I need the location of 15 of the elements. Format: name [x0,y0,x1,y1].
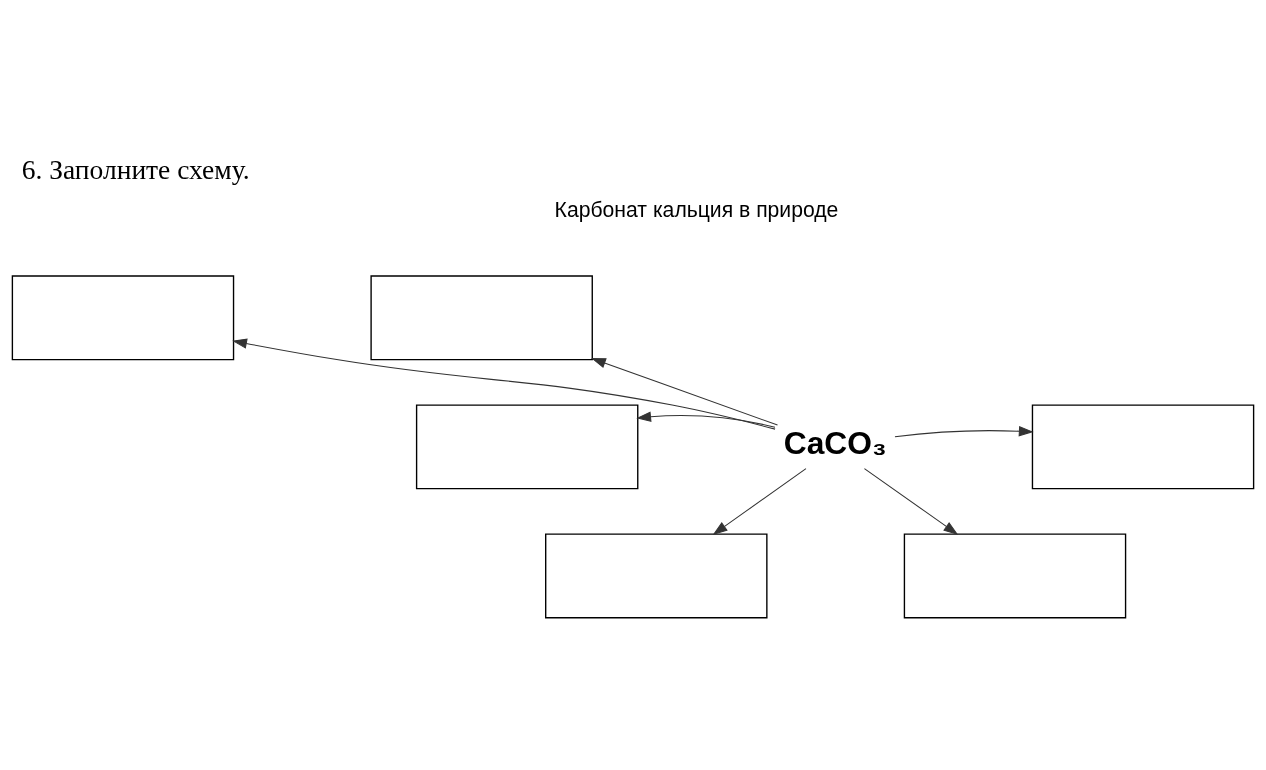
node-box [370,274,593,360]
node-text: CaCO₃ [783,424,887,461]
node-box [415,403,639,489]
arrow [636,411,776,428]
arrow [894,425,1034,437]
arrow [712,467,807,535]
node-box [903,532,1127,618]
diagram-title: 6. Заполните схему. [21,153,250,185]
node-box [545,532,768,618]
node-box [11,274,235,360]
arrow [863,467,959,535]
arrow [232,338,776,430]
node-box [1031,403,1255,489]
label: Карбонат кальция в природе [554,197,839,221]
arrow [591,357,779,426]
